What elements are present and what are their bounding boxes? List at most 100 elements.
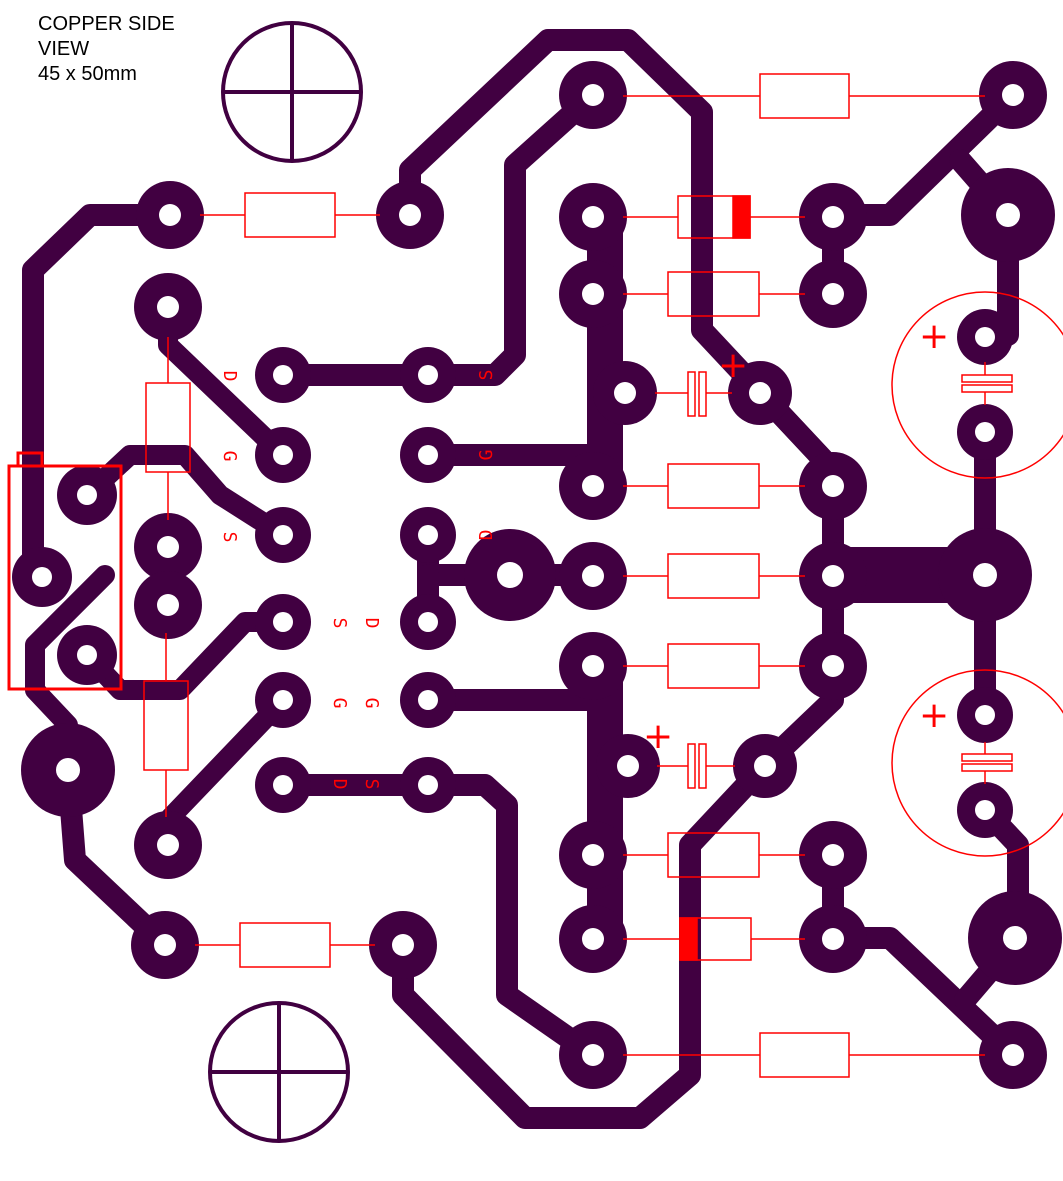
pad-23 [400, 507, 456, 563]
pad-drill-hole [273, 365, 293, 385]
r5-body [667, 553, 760, 599]
r4-body [667, 463, 760, 509]
pad-drill-hole [273, 612, 293, 632]
pad-drill-hole [754, 755, 776, 777]
pad-drill-hole [975, 422, 995, 442]
pad-drill-hole [157, 296, 179, 318]
c1-plate-left [687, 371, 696, 417]
pad-drill-hole [77, 485, 97, 505]
pad-22 [255, 507, 311, 563]
pad-20 [799, 452, 867, 520]
pad-35 [799, 632, 867, 700]
pad-drill-hole [32, 567, 52, 587]
pad-14 [593, 361, 657, 425]
caption-line-1: COPPER SIDE [38, 13, 175, 35]
pad-12 [255, 347, 311, 403]
pad-drill-hole [975, 800, 995, 820]
pad-21 [57, 465, 117, 525]
pad-13 [400, 347, 456, 403]
pad-32 [400, 594, 456, 650]
c4-plate-bottom [961, 763, 1013, 772]
electrolytic-c4 [891, 669, 1063, 857]
c4-outline [891, 669, 1063, 857]
pad-15 [728, 361, 792, 425]
c2-plate-left [687, 743, 696, 789]
pad-drill-hole [418, 525, 438, 545]
mounting-hole-bottom [208, 1001, 350, 1143]
resistor-r11 [143, 633, 189, 817]
pad-30 [134, 571, 202, 639]
trimmer-outline [7, 464, 123, 691]
resistor-r2 [623, 73, 985, 119]
diode-d2 [623, 917, 805, 961]
pad-drill-hole [77, 645, 97, 665]
silkscreen [7, 73, 1063, 1078]
pad-48 [559, 905, 627, 973]
pad-45 [134, 811, 202, 879]
c1-plate-right [698, 371, 707, 417]
pad-43 [400, 757, 456, 813]
pad-53 [559, 1021, 627, 1089]
pad-drill-hole [497, 562, 523, 588]
pad-25 [464, 529, 556, 621]
pad-drill-hole [1002, 84, 1024, 106]
caption-line-2: VIEW [38, 38, 90, 60]
pad-40 [733, 734, 797, 798]
trace-left-outer [22, 204, 181, 586]
capacitor-c2 [657, 743, 735, 789]
pad-drill-hole [582, 1044, 604, 1066]
pad-drill-hole [749, 382, 771, 404]
pad-drill-hole [822, 475, 844, 497]
electrolytic-c3 [891, 291, 1063, 479]
pad-31 [255, 594, 311, 650]
pad-11 [957, 309, 1013, 365]
pad-29 [12, 547, 72, 607]
q2-gate-label: G [476, 450, 497, 461]
c3-plate-bottom [961, 384, 1013, 393]
pad-17 [255, 427, 311, 483]
pad-drill-hole [273, 525, 293, 545]
pad-49 [799, 905, 867, 973]
pad-44 [957, 782, 1013, 838]
resistor-r3 [623, 271, 805, 317]
pad-19 [559, 452, 627, 520]
d1-cathode-band [732, 195, 751, 239]
pad-52 [369, 911, 437, 979]
pad-26 [559, 542, 627, 610]
pad-5 [559, 183, 627, 251]
r2-body [759, 73, 850, 119]
pad-46 [559, 821, 627, 889]
pad-drill-hole [582, 283, 604, 305]
pad-drill-hole [582, 475, 604, 497]
pad-drill-hole [582, 565, 604, 587]
c3-plus-mark: + [919, 316, 949, 357]
trace-right-bus-bottom [392, 654, 844, 1129]
q4-source-label: S [361, 779, 382, 790]
r6-body [667, 643, 760, 689]
q1-source-label: S [219, 532, 240, 543]
pads [12, 61, 1062, 1089]
q2-drain-label: D [476, 530, 497, 541]
trimmer-notch [16, 451, 44, 468]
c4-plate-top [961, 753, 1013, 762]
pad-drill-hole [1003, 926, 1027, 950]
polarity-marks: + + + + [643, 316, 949, 757]
pad-drill-hole [157, 536, 179, 558]
trace-top-inner [417, 84, 604, 386]
c1-plus-mark: + [718, 345, 748, 386]
q4-drain-label: D [361, 618, 382, 629]
pad-42 [255, 757, 311, 813]
pad-27 [799, 542, 867, 610]
trace-right-bus-top [749, 381, 844, 676]
pad-drill-hole [392, 934, 414, 956]
pad-18 [400, 427, 456, 483]
trace-q4-source [272, 774, 604, 1066]
pad-drill-hole [582, 928, 604, 950]
resistor-r6 [623, 643, 805, 689]
mounting-holes [208, 21, 363, 1143]
pad-47 [799, 821, 867, 889]
pad-drill-hole [822, 844, 844, 866]
pad-drill-hole [1002, 1044, 1024, 1066]
